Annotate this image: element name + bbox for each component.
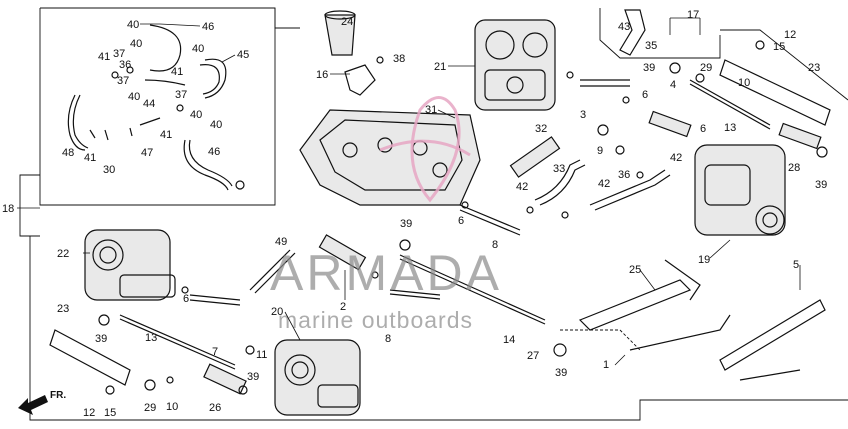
callout: 12 xyxy=(784,29,796,41)
callout: 23 xyxy=(57,303,69,315)
callout: 23 xyxy=(808,62,820,74)
carburetor-left xyxy=(84,229,176,301)
callout: 27 xyxy=(527,350,539,362)
callout: 29 xyxy=(144,402,156,414)
callout: 13 xyxy=(724,122,736,134)
leader-lines xyxy=(17,17,801,366)
callout: 33 xyxy=(553,163,565,175)
callout: 37 xyxy=(117,75,129,87)
callout: 30 xyxy=(103,164,115,176)
carburetor-lower xyxy=(274,339,361,416)
callout: 41 xyxy=(160,129,172,141)
callout: 39 xyxy=(815,179,827,191)
callout: 4 xyxy=(670,79,676,91)
callout: 47 xyxy=(141,147,153,159)
callout: 42 xyxy=(516,181,528,193)
callout: 19 xyxy=(698,254,710,266)
callout: 15 xyxy=(104,407,116,419)
callout: 6 xyxy=(642,89,648,101)
callout: 2 xyxy=(340,301,346,313)
callout: 3 xyxy=(580,109,586,121)
callout: 40 xyxy=(130,38,142,50)
callout: 35 xyxy=(645,40,657,52)
callout: 8 xyxy=(492,239,498,251)
callout: 26 xyxy=(209,402,221,414)
callout: 39 xyxy=(555,367,567,379)
callout: 7 xyxy=(212,346,218,358)
callout: 11 xyxy=(256,349,267,361)
callout: 41 xyxy=(98,51,110,63)
callout: 6 xyxy=(700,123,706,135)
callout: 16 xyxy=(316,69,328,81)
callout: 38 xyxy=(393,53,405,65)
callout: 24 xyxy=(341,16,353,28)
callout: 12 xyxy=(83,407,95,419)
callout: 15 xyxy=(773,41,785,53)
intake-manifold xyxy=(299,109,481,206)
callout: 1 xyxy=(603,359,609,371)
callout: 40 xyxy=(210,119,222,131)
frame-lines xyxy=(19,7,848,421)
watermark-brand: ARMADA xyxy=(270,245,502,301)
callout: 41 xyxy=(171,66,183,78)
cup-part xyxy=(324,10,356,56)
callout: 39 xyxy=(95,333,107,345)
callout: 36 xyxy=(119,59,131,71)
bracket-part xyxy=(344,64,376,96)
callout: 44 xyxy=(143,98,155,110)
callout: 8 xyxy=(385,333,391,345)
callout: 6 xyxy=(458,215,464,227)
callout: 36 xyxy=(618,169,630,181)
callout: 39 xyxy=(400,218,412,230)
callout-labels: 40 46 37 36 40 45 41 37 40 44 41 40 37 4… xyxy=(2,9,827,419)
callout: 9 xyxy=(597,145,603,157)
callout: 40 xyxy=(128,91,140,103)
direction-label: FR. xyxy=(50,390,66,401)
callout: 41 xyxy=(84,152,96,164)
callout: 46 xyxy=(208,146,220,158)
callout: 40 xyxy=(127,19,139,31)
watermark-tagline: marine outboards xyxy=(278,307,473,333)
callout: 14 xyxy=(503,334,515,346)
callout: 13 xyxy=(145,332,157,344)
carburetor-upper xyxy=(474,19,556,111)
callout: 32 xyxy=(535,123,547,135)
callout: 48 xyxy=(62,147,74,159)
callout: 10 xyxy=(738,77,750,89)
small-parts xyxy=(98,40,828,395)
callout: 20 xyxy=(271,306,283,318)
callout: 45 xyxy=(237,49,249,61)
watermark-logo xyxy=(379,96,471,203)
callout: 21 xyxy=(434,61,446,73)
callout: 42 xyxy=(598,178,610,190)
callout: 42 xyxy=(670,152,682,164)
callout: 28 xyxy=(788,162,800,174)
callout: 17 xyxy=(687,9,699,21)
callout: 18 xyxy=(2,203,14,215)
callout: 49 xyxy=(275,236,287,248)
callout: 22 xyxy=(57,248,69,260)
callout: 40 xyxy=(190,109,202,121)
callout: 37 xyxy=(113,48,125,60)
callout: 29 xyxy=(700,62,712,74)
callout: 43 xyxy=(618,21,630,33)
callout: 39 xyxy=(247,371,259,383)
carburetor-right xyxy=(694,144,786,236)
link-plates xyxy=(49,59,831,386)
callout: 39 xyxy=(643,62,655,74)
bracket-top xyxy=(619,9,646,56)
callout: 31 xyxy=(425,104,437,116)
callout: 5 xyxy=(793,259,799,271)
callout: 40 xyxy=(192,43,204,55)
callout: 46 xyxy=(202,21,214,33)
callout: 10 xyxy=(166,401,178,413)
hose-set xyxy=(67,24,245,191)
shafts xyxy=(119,79,822,395)
callout: 37 xyxy=(175,89,187,101)
direction-arrow-icon xyxy=(18,395,48,415)
callout: 25 xyxy=(629,264,641,276)
callout: 6 xyxy=(183,293,189,305)
